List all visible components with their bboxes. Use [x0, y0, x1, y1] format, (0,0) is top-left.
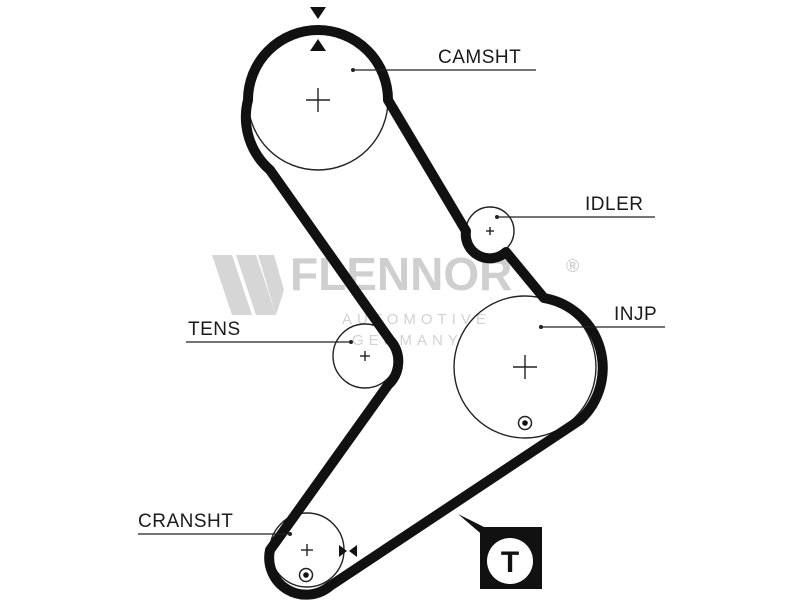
crankshaft-leader [138, 532, 292, 536]
tension-marker: T [458, 514, 542, 589]
injection-pump-timing-mark [517, 415, 533, 431]
tensioner-center-cross [360, 351, 370, 361]
watermark-line1: AUTOMOTIVE [342, 311, 491, 328]
injection-pump-pulley [453, 295, 597, 439]
injection-pump-label: INJP [614, 304, 657, 325]
watermark-registered: ® [566, 256, 579, 276]
camshaft-leader [351, 68, 536, 72]
tension-marker-text: T [501, 546, 519, 579]
tensioner-label: TENS [188, 319, 241, 340]
camshaft-label: CAMSHT [438, 47, 521, 68]
camshaft-alignment-arrows [310, 7, 326, 51]
timing-belt [240, 25, 608, 600]
crankshaft-center-cross [301, 544, 313, 556]
brand-watermark: FLENNOR ® AUTOMOTIVE GERMANY [212, 248, 579, 349]
watermark-line2: GERMANY [352, 332, 463, 349]
idler-leader [495, 215, 655, 219]
idler-center-cross [486, 227, 494, 235]
crankshaft-timing-mark [298, 567, 314, 583]
watermark-logo [212, 255, 284, 315]
injection-pump-center-cross [513, 355, 537, 379]
tensioner-leader [186, 340, 353, 344]
idler-label: IDLER [585, 194, 643, 215]
injection-pump-leader [539, 325, 665, 329]
crankshaft-alignment-arrows [339, 545, 357, 557]
camshaft-center-cross [306, 88, 330, 112]
crankshaft-label: CRANSHT [138, 511, 233, 532]
